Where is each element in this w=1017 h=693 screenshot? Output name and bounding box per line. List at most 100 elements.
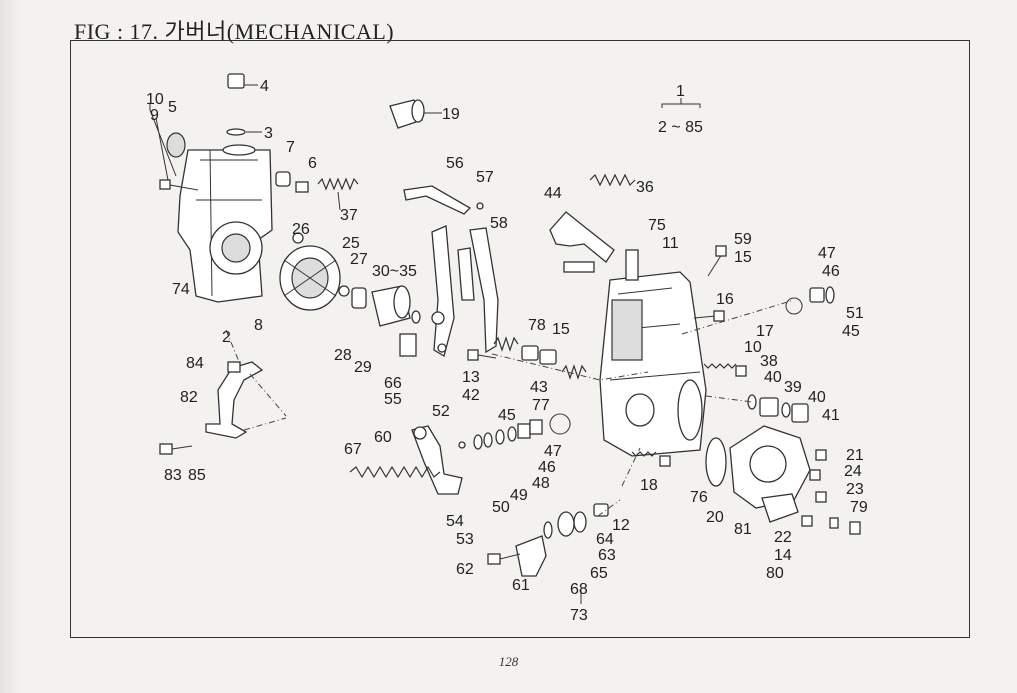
part-label: 36 <box>636 179 654 196</box>
part-label: 74 <box>172 281 190 298</box>
part-59-bolt <box>707 245 727 277</box>
part-label: 12 <box>612 517 630 534</box>
part-label: 54 <box>446 513 464 530</box>
part-66-block <box>399 333 417 357</box>
part-26-pin <box>292 232 304 244</box>
part-label: 59 <box>734 231 752 248</box>
part-label: 48 <box>532 475 550 492</box>
part-label: 46 <box>538 459 556 476</box>
part-81-plate <box>761 493 799 523</box>
part-label: 73 <box>570 607 588 624</box>
part-5-cap <box>166 132 186 158</box>
part-9-bolt <box>159 179 199 191</box>
governor-housing <box>177 144 273 303</box>
part-label: 60 <box>374 429 392 446</box>
part-25-flyweight <box>279 245 341 311</box>
part-4-plug <box>227 73 258 89</box>
part-label: 13 <box>462 369 480 386</box>
part-label: 2 <box>222 329 231 346</box>
part-label: 76 <box>690 489 708 506</box>
washer-stack-45-54 <box>473 413 571 450</box>
part-label: 49 <box>510 487 528 504</box>
part-label: 3 <box>264 125 273 142</box>
part-18-bolt <box>631 451 671 467</box>
part-label: 11 <box>662 235 679 252</box>
part-28-bushing <box>351 287 367 309</box>
part-61-plate <box>515 535 547 577</box>
part-57-pin <box>476 202 484 210</box>
stack-63-65 <box>543 511 587 539</box>
part-36-spring <box>589 173 636 187</box>
part-label: 43 <box>530 379 548 396</box>
part-label: 67 <box>344 441 362 458</box>
part-label: 42 <box>462 387 480 404</box>
part-label: 57 <box>476 169 494 186</box>
part-76-gasket <box>705 437 727 487</box>
part-16-bolt <box>693 310 725 322</box>
part-label: 63 <box>598 547 616 564</box>
part-label: 5 <box>168 99 177 116</box>
diagram-frame <box>70 40 970 638</box>
part-27-washer <box>338 285 350 297</box>
assembly-number: 1 <box>676 83 685 100</box>
part-label: 10 <box>146 91 164 108</box>
part-label: 10 <box>744 339 762 356</box>
part-label: 66 <box>384 375 402 392</box>
part-13-bolt <box>467 349 497 361</box>
part-77-spring <box>561 364 587 380</box>
part-label: 83 <box>164 467 182 484</box>
part-label: 62 <box>456 561 474 578</box>
part-19-bushing <box>389 99 442 129</box>
part-label: 84 <box>186 355 204 372</box>
page-number: 128 <box>498 654 519 669</box>
part-label: 81 <box>734 521 752 538</box>
part-label: 27 <box>350 251 368 268</box>
part-30-35-washers <box>411 310 421 324</box>
part-label: 28 <box>334 347 352 364</box>
screws-21-24-23-22 <box>801 449 861 535</box>
part-29-sleeve <box>371 285 411 327</box>
part-label: 79 <box>850 499 868 516</box>
part-label: 55 <box>384 391 402 408</box>
part-label: 53 <box>456 531 474 548</box>
part-label: 19 <box>442 106 460 123</box>
part-78-bushing <box>521 345 557 365</box>
part-37-spring <box>317 177 359 191</box>
part-7-plate <box>275 171 291 187</box>
part-20-cover <box>729 425 811 509</box>
part-58-lever <box>457 227 499 354</box>
part-75-shaft <box>625 249 639 281</box>
part-label: 80 <box>766 565 784 582</box>
assembly-callout: 1 2 ~ 85 <box>658 83 703 136</box>
part-label: 40 <box>808 389 826 406</box>
part-17-bolt <box>703 363 747 377</box>
part-label: 30~35 <box>372 263 417 280</box>
part-label: 65 <box>590 565 608 582</box>
part-label: 16 <box>716 291 734 308</box>
part-label: 4 <box>260 78 269 95</box>
part-label: 20 <box>706 509 724 526</box>
part-label: 38 <box>760 353 778 370</box>
part-label: 15 <box>552 321 570 338</box>
part-82-link <box>205 361 264 439</box>
page-binding-shadow <box>0 0 22 693</box>
fitting-45-47-51 <box>785 286 835 315</box>
part-label: 18 <box>640 477 658 494</box>
part-label: 68 <box>570 581 588 598</box>
part-label: 47 <box>544 443 562 460</box>
part-label: 24 <box>844 463 862 480</box>
part-label: 61 <box>512 577 530 594</box>
part-label: 56 <box>446 155 464 172</box>
part-label: 78 <box>528 317 546 334</box>
part-label: 23 <box>846 481 864 498</box>
part-label: 22 <box>774 529 792 546</box>
part-60-lever <box>411 425 463 495</box>
part-83-bolt <box>159 443 193 455</box>
part-label: 21 <box>846 447 864 464</box>
part-label: 85 <box>188 467 206 484</box>
part-62-bolt <box>487 553 521 565</box>
assembly-range: 2 ~ 85 <box>658 119 703 136</box>
part-label: 58 <box>490 215 508 232</box>
part-label: 9 <box>150 107 159 124</box>
part-label: 29 <box>354 359 372 376</box>
